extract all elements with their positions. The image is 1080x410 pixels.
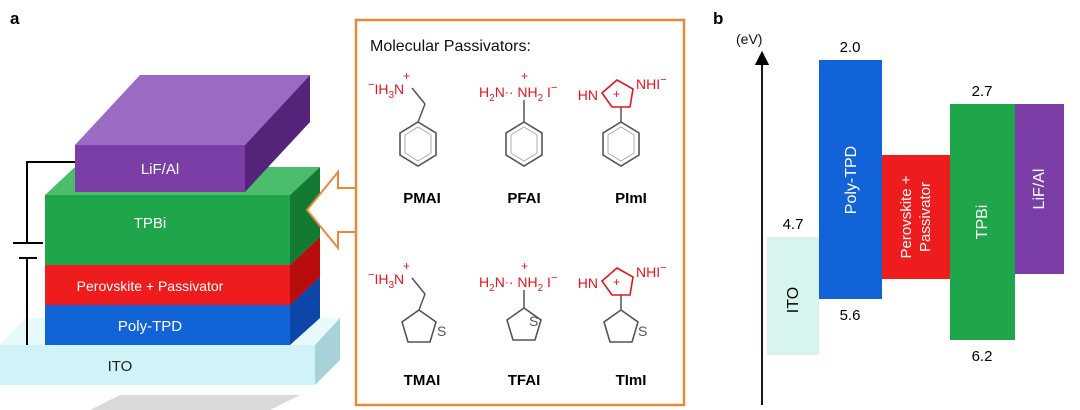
timi-hn: HN — [578, 275, 598, 291]
pimi-nh-iodide: NHI− — [636, 74, 667, 92]
tmai-iodide-ammonium: −IH3N — [368, 269, 404, 291]
pfai-amidinium: H2N·· NH2 I− — [479, 82, 557, 104]
ito-band-name: ITO — [785, 287, 802, 313]
timi-nh-iodide: NHI− — [636, 262, 667, 280]
tmai-thiophene-ring — [401, 309, 437, 343]
ito-label: ITO — [108, 358, 133, 375]
tfai-amidinium: H2N·· NH2 I− — [479, 272, 557, 294]
molecule-tmai: −IH3N + S TMAI — [368, 259, 446, 389]
pmai-ring-inner — [404, 126, 432, 162]
pfai-ring-inner — [510, 126, 538, 162]
perovskite-label: Perovskite + Passivator — [77, 278, 224, 294]
passivator-box — [354, 18, 686, 407]
molecule-pfai: H2N·· NH2 I− + PFAI — [479, 69, 557, 207]
tmai-bond-1 — [411, 277, 426, 295]
poly-tpd-lumo-label: 2.0 — [840, 39, 861, 56]
perovskite-band-line2: Passivator — [917, 182, 934, 252]
perovskite-band-line1: Perovskite + — [898, 175, 915, 258]
timi-plus-charge: + — [613, 275, 620, 289]
passivator-box-title: Molecular Passivators: — [370, 38, 531, 55]
band-perovskite — [882, 155, 950, 279]
tmai-sulfur: S — [437, 323, 446, 339]
timi-name: TImI — [616, 372, 647, 389]
device-shadow — [90, 395, 300, 410]
band-poly-tpd — [819, 60, 882, 299]
tpbi-label: TPBi — [134, 215, 167, 232]
molecule-timi: HN NHI− + S TImI — [578, 262, 667, 389]
pfai-name: PFAI — [507, 190, 540, 207]
tmai-bond-2 — [418, 293, 426, 311]
pimi-ring-inner — [607, 126, 635, 162]
poly-tpd-label: Poly-TPD — [118, 318, 182, 335]
band-ito — [767, 237, 819, 355]
molecule-pmai: −IH3N + PMAI — [368, 69, 441, 207]
band-tpbi — [950, 104, 1015, 340]
poly-tpd-band-name: Poly-TPD — [843, 146, 860, 214]
timi-sulfur: S — [638, 323, 647, 339]
ito-level-label: 4.7 — [783, 216, 804, 233]
timi-thiophene-ring — [603, 309, 639, 343]
tpbi-lumo-label: 2.7 — [972, 83, 993, 100]
molecule-pimi: HN NHI− + PImI — [578, 74, 667, 207]
lif-al-label: LiF/Al — [141, 161, 179, 178]
poly-tpd-homo-label: 5.6 — [840, 307, 861, 324]
tpbi-homo-label: 6.2 — [972, 348, 993, 365]
lif-al-band-name: LiF/Al — [1031, 169, 1048, 210]
panel-b-label: b — [713, 9, 723, 28]
pmai-plus-charge: + — [403, 69, 410, 83]
pimi-hn: HN — [578, 87, 598, 103]
tmai-plus-charge: + — [403, 259, 410, 273]
pmai-name: PMAI — [403, 190, 441, 207]
tmai-name: TMAI — [404, 372, 441, 389]
tpbi-band-name: TPBi — [974, 205, 991, 240]
panel-a-label: a — [10, 9, 20, 28]
circuit-wire — [13, 161, 75, 345]
pimi-name: PImI — [615, 190, 647, 207]
energy-axis-unit: (eV) — [736, 31, 762, 47]
pfai-benzene-ring — [505, 121, 543, 167]
pmai-bond-1 — [411, 87, 426, 105]
layer-lif-al: LiF/Al — [75, 75, 310, 192]
tfai-sulfur: S — [529, 313, 538, 329]
band-lif-al — [1015, 104, 1064, 274]
pfai-plus-charge: + — [521, 69, 528, 83]
tfai-thiophene-ring — [506, 307, 542, 341]
pmai-benzene-ring — [399, 121, 437, 167]
tfai-plus-charge: + — [521, 259, 528, 273]
tfai-name: TFAI — [508, 372, 541, 389]
molecule-tfai: H2N·· NH2 I− + S TFAI — [479, 259, 557, 389]
pimi-plus-charge: + — [613, 87, 620, 101]
pimi-benzene-ring — [602, 121, 640, 167]
pmai-iodide-ammonium: −IH3N — [368, 79, 404, 101]
pmai-bond-2 — [417, 103, 426, 123]
